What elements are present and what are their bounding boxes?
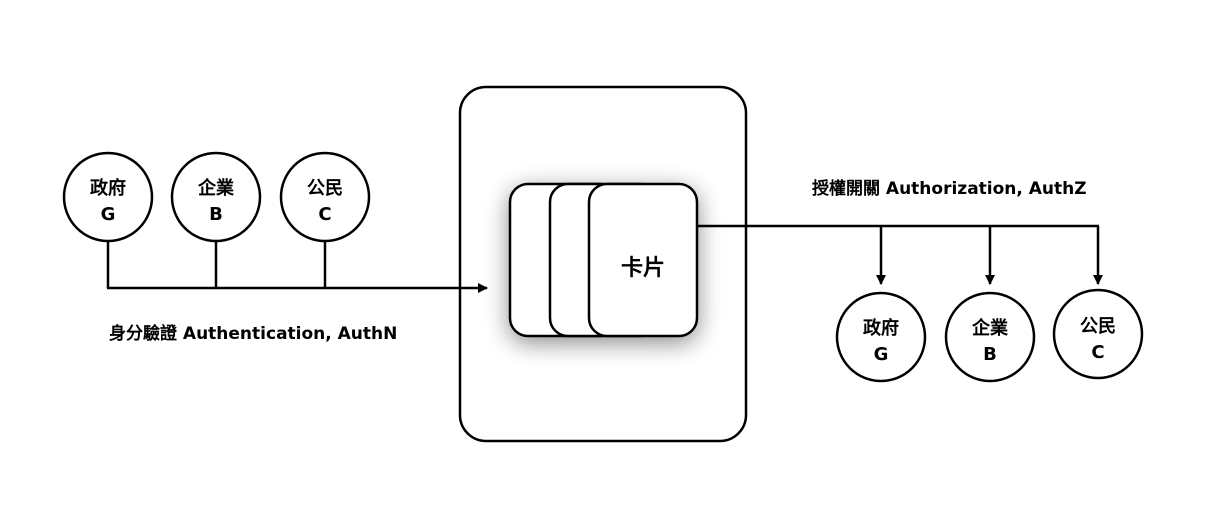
authn-node-c-line1: 公民	[307, 178, 343, 199]
authz-node-g-line2: G	[874, 344, 889, 365]
authn-node-g-line2: G	[101, 204, 116, 225]
authz-node-b-line1: 企業	[971, 317, 1009, 339]
authn-node-g: 政府 G	[62, 151, 154, 243]
authz-node-b: 企業 B	[944, 291, 1036, 383]
authn-label: 身分驗證 Authentication, AuthN	[109, 323, 397, 344]
authz-node-g: 政府 G	[835, 291, 927, 383]
card-front	[587, 182, 699, 338]
authn-node-c: 公民 C	[279, 151, 371, 243]
authn-node-c-line2: C	[318, 204, 331, 225]
authn-node-b-line2: B	[209, 204, 223, 225]
authn-connectors	[106, 241, 488, 293]
authn-node-b: 企業 B	[170, 151, 262, 243]
authn-node-b-line1: 企業	[197, 177, 235, 199]
card-label: 卡片	[621, 256, 665, 281]
authz-node-b-line2: B	[983, 344, 997, 365]
authz-node-c: 公民 C	[1052, 288, 1144, 380]
card-stack	[508, 182, 699, 338]
authz-connectors	[697, 224, 1103, 285]
authz-node-g-line1: 政府	[863, 317, 899, 339]
authz-label: 授權開關 Authorization, AuthZ	[812, 178, 1087, 199]
authn-node-g-line1: 政府	[90, 177, 126, 199]
authz-node-c-line2: C	[1091, 342, 1104, 363]
authz-node-c-line1: 公民	[1080, 316, 1116, 337]
